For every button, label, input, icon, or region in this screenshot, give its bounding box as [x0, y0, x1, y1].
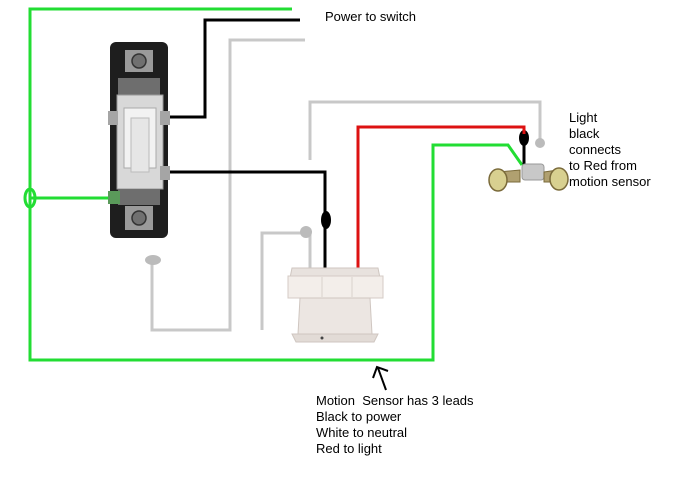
hot-wire-supply: [162, 18, 300, 119]
light-note: Light black connects to Red from motion …: [569, 110, 651, 190]
light-note-line: black: [569, 126, 600, 141]
ground-splice-icon: [23, 187, 37, 209]
red-wire: [356, 125, 526, 272]
ground-wire-top: [28, 7, 524, 362]
light-note-line: motion sensor: [569, 174, 651, 189]
neutral-wire-supply: [150, 38, 305, 332]
light-splice-icon: [519, 130, 529, 146]
power-to-switch-label: Power to switch: [325, 9, 417, 24]
light-note-line: to Red from: [569, 158, 637, 173]
sensor-note-line: White to neutral: [316, 425, 408, 440]
flood-light-bulb-left: [488, 168, 508, 192]
light-note-line: Light: [569, 110, 598, 125]
hot-splice-icon: [321, 211, 331, 229]
light-note-line: connects: [569, 142, 622, 157]
neutral-end-icon: [145, 255, 161, 265]
motion-sensor-icon: [287, 267, 384, 343]
flood-light-bulb-right: [549, 167, 569, 191]
neutral-wires: [150, 38, 542, 332]
flood-light-icon: [488, 163, 569, 192]
sensor-note-line: Motion Sensor has 3 leads: [316, 393, 474, 408]
sensor-note-line: Red to light: [316, 441, 382, 456]
sensor-note-line: Black to power: [316, 409, 402, 424]
neutral-wire-sensor: [260, 231, 305, 330]
hot-wire-sensor: [162, 170, 327, 272]
neutral-splice-icon: [300, 226, 312, 238]
ground-wires: [28, 7, 524, 362]
neutral-light-splice-icon: [535, 138, 545, 148]
neutral-wire-light: [308, 100, 542, 160]
toggle-switch-icon: [108, 42, 170, 238]
sensor-note: Motion Sensor has 3 leads Black to power…: [316, 393, 474, 457]
arrow-up-icon: [372, 365, 389, 391]
